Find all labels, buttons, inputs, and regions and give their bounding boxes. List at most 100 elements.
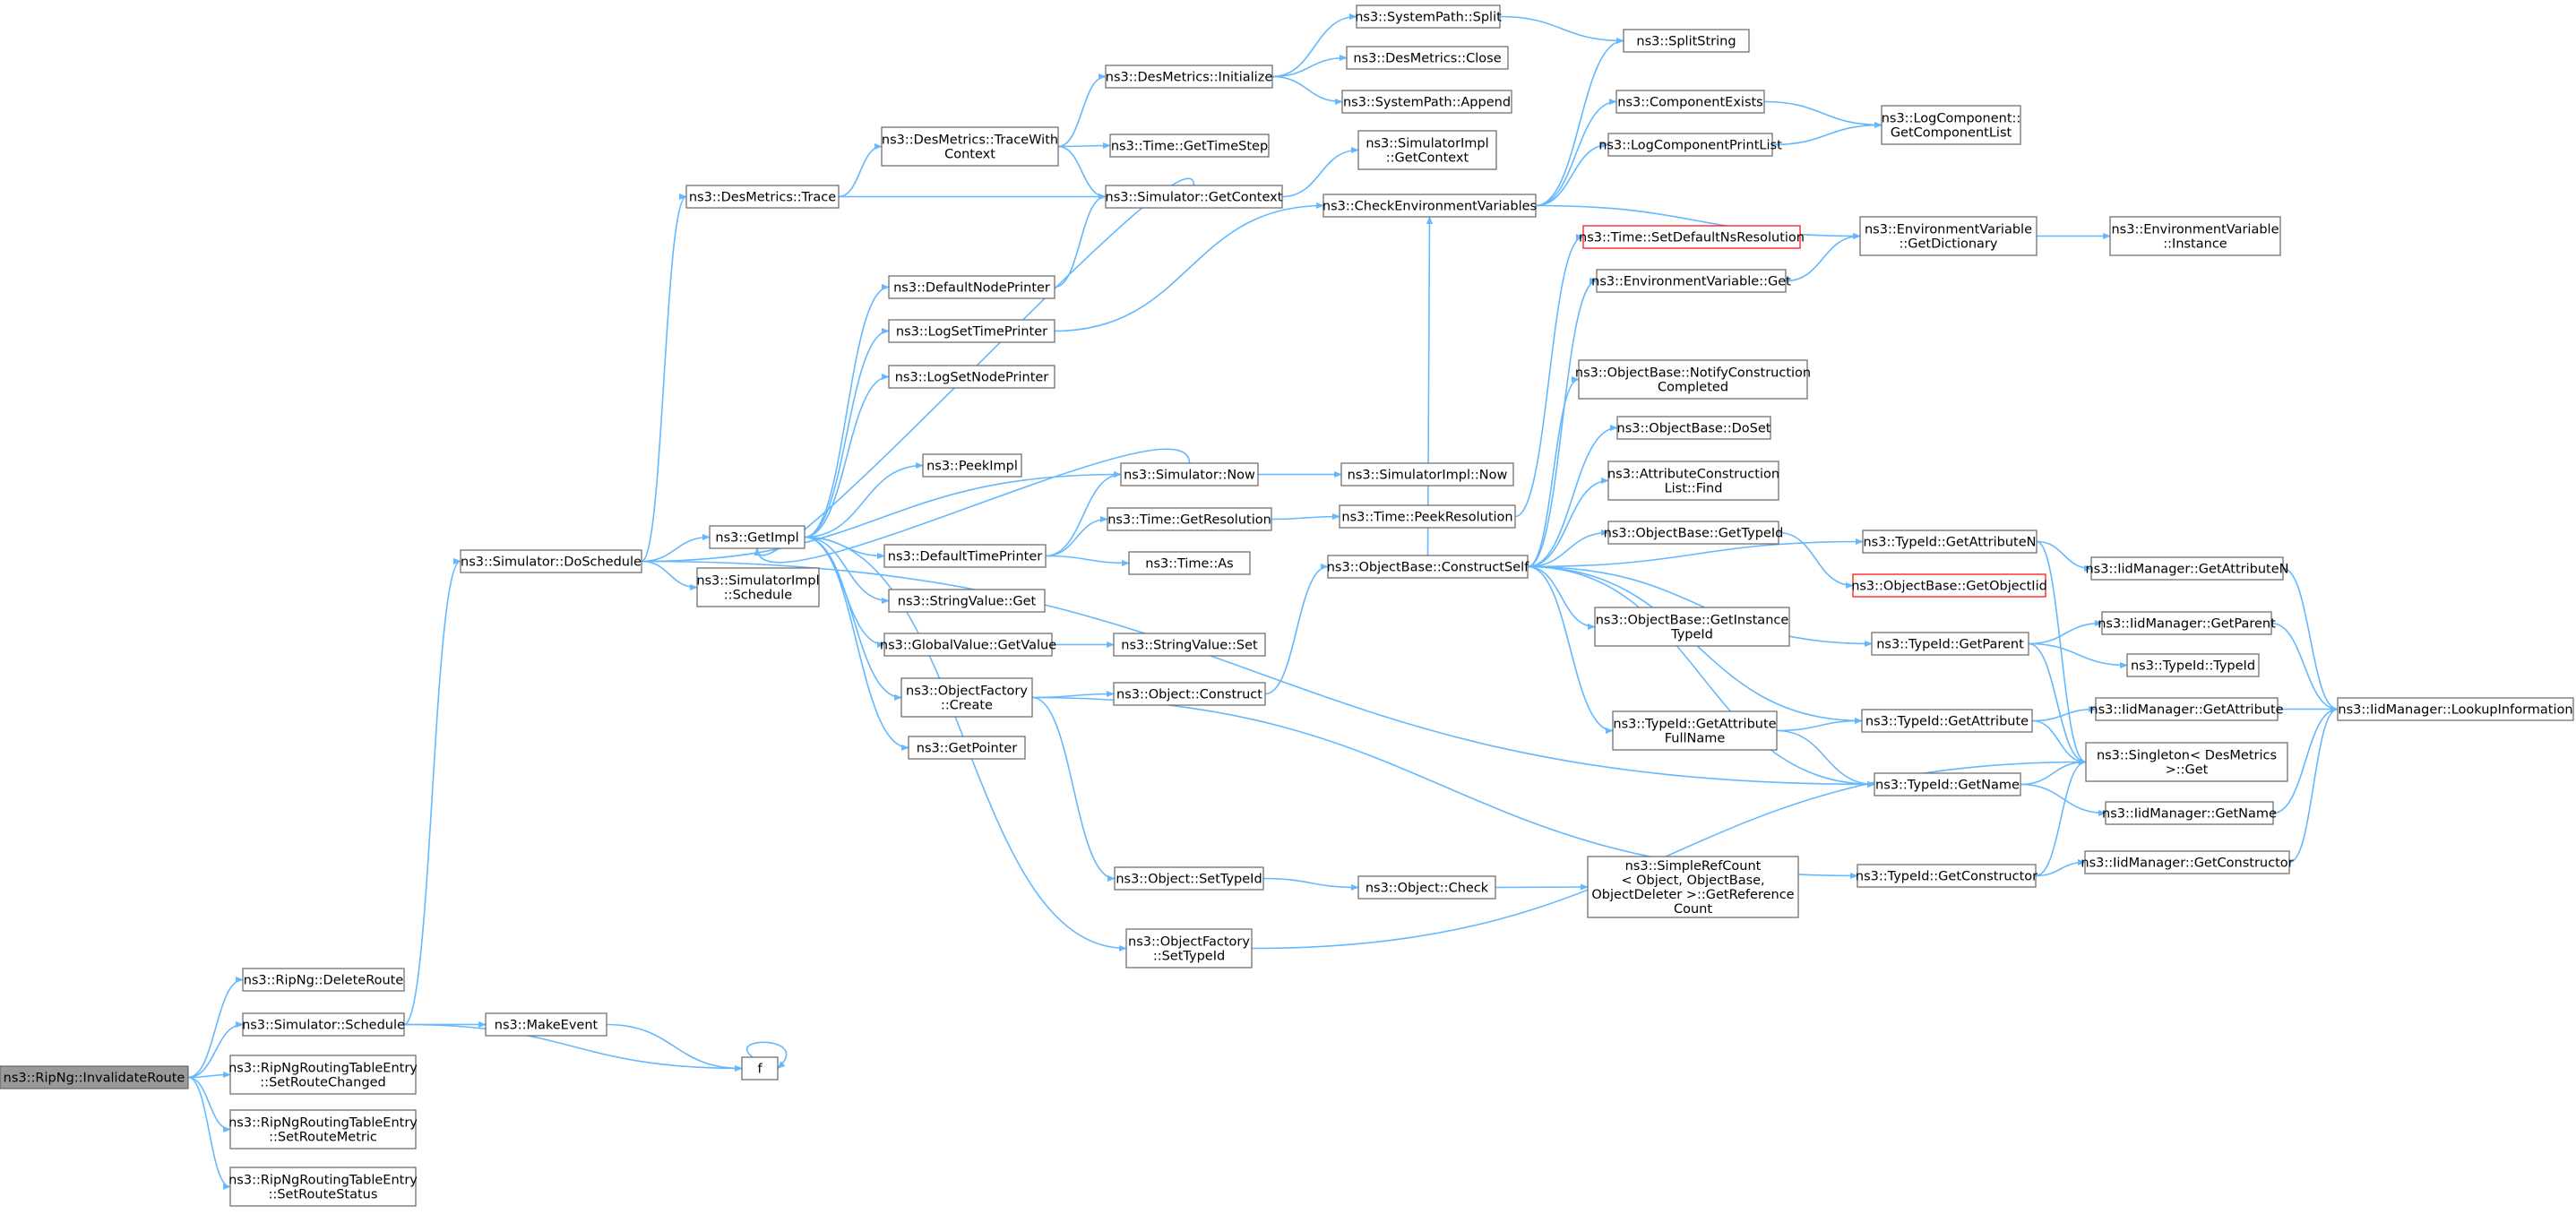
node-simple-ref-count[interactable]: ns3::SimpleRefCount< Object, ObjectBase,…: [1587, 856, 1799, 918]
node-str-val-set[interactable]: ns3::StringValue::Set: [1113, 633, 1266, 657]
node-type-id-type-id[interactable]: ns3::TypeId::TypeId: [2126, 653, 2260, 677]
node-label: ns3::RipNg::DeleteRoute: [244, 974, 404, 988]
node-box: [1607, 461, 1779, 501]
node-obj-check[interactable]: ns3::Object::Check: [1357, 875, 1496, 900]
node-label: ::Schedule: [724, 589, 792, 603]
node-label: ns3::ObjectBase::DoSet: [1617, 422, 1771, 436]
node-box: [888, 365, 1055, 389]
node-f[interactable]: f: [741, 1056, 779, 1081]
edge-env-get-to-env-get-dict: [1785, 232, 1861, 282]
edge-get-impl-to-log-set-node-printer: [804, 373, 890, 538]
node-sys-append[interactable]: ns3::SystemPath::Append: [1341, 90, 1512, 114]
node-type-id-get-attr-n[interactable]: ns3::TypeId::GetAttributeN: [1862, 530, 2038, 554]
node-des-trace[interactable]: ns3::DesMetrics::Trace: [685, 185, 840, 209]
node-env-get[interactable]: ns3::EnvironmentVariable::Get: [1591, 269, 1791, 293]
node-box: [2085, 742, 2288, 782]
node-str-val-get[interactable]: ns3::StringValue::Get: [888, 589, 1046, 613]
node-sim-now[interactable]: ns3::Simulator::Now: [1120, 462, 1259, 486]
node-make-event[interactable]: ns3::MakeEvent: [485, 1012, 607, 1037]
node-type-id-get-attr[interactable]: ns3::TypeId::GetAttribute: [1861, 709, 2033, 733]
node-singleton-get[interactable]: ns3::Singleton< DesMetrics >::Get: [2085, 742, 2288, 782]
node-log-set-node-printer[interactable]: ns3::LogSetNodePrinter: [888, 365, 1055, 389]
node-time-as[interactable]: ns3::Time::As: [1128, 551, 1251, 575]
edge-des-init-to-des-close: [1271, 54, 1348, 78]
node-box: [922, 453, 1022, 478]
node-iid-get-name[interactable]: ns3::IidManager::GetName: [2102, 801, 2277, 825]
node-log-comp-get[interactable]: ns3::LogComponent::GetComponentList: [1881, 105, 2021, 145]
node-box: [1852, 573, 2046, 598]
edge-invalidate-to-schedule: [187, 1020, 244, 1079]
node-set-route-status[interactable]: ns3::RipNgRoutingTableEntry::SetRouteSta…: [228, 1167, 418, 1207]
node-label: ns3::StringValue::Get: [898, 595, 1037, 609]
node-iid-get-attr[interactable]: ns3::IidManager::GetAttribute: [2089, 697, 2284, 721]
node-set-default-ns-res[interactable]: ns3::Time::SetDefaultNsResolution: [1579, 225, 1805, 249]
node-box: [883, 633, 1053, 657]
node-box: [881, 126, 1059, 167]
node-delete-route[interactable]: ns3::RipNg::DeleteRoute: [242, 968, 405, 992]
node-sim-impl-now[interactable]: ns3::SimulatorImpl::Now: [1340, 462, 1514, 486]
node-box: [2126, 653, 2260, 677]
node-type-id-get-constructor[interactable]: ns3::TypeId::GetConstructor: [1856, 864, 2038, 888]
node-set-route-metric[interactable]: ns3::RipNgRoutingTableEntry::SetRouteMet…: [228, 1109, 418, 1149]
node-label: f: [757, 1063, 762, 1077]
node-obj-fact-set-type-id[interactable]: ns3::ObjectFactory::SetTypeId: [1125, 928, 1253, 969]
node-sim-impl-get-context[interactable]: ns3::SimulatorImpl::GetContext: [1357, 130, 1497, 170]
node-label: ns3::DefaultTimePrinter: [888, 550, 1042, 564]
node-label: ::SetRouteStatus: [269, 1188, 378, 1202]
node-label: ns3::MakeEvent: [495, 1019, 599, 1033]
node-env-get-dict[interactable]: ns3::EnvironmentVariable::GetDictionary: [1859, 216, 2038, 256]
node-des-init[interactable]: ns3::DesMetrics::Initialize: [1105, 65, 1273, 89]
node-env-instance[interactable]: ns3::EnvironmentVariable::Instance: [2109, 216, 2281, 256]
node-set-route-changed[interactable]: ns3::RipNgRoutingTableEntry::SetRouteCha…: [228, 1055, 418, 1095]
node-obj-base-get-object-iid[interactable]: ns3::ObjectBase::GetObjectIid: [1851, 573, 2047, 598]
node-check-env[interactable]: ns3::CheckEnvironmentVariables: [1322, 194, 1537, 218]
edge-f-to-f: [745, 1041, 788, 1070]
edge-invalidate-to-set-route-changed: [187, 1071, 231, 1079]
node-type-id-get-parent[interactable]: ns3::TypeId::GetParent: [1871, 632, 2029, 656]
node-box: [1105, 65, 1273, 89]
node-get-time-step[interactable]: ns3::Time::GetTimeStep: [1109, 133, 1270, 158]
node-label: ::SetRouteChanged: [260, 1076, 385, 1090]
node-schedule[interactable]: ns3::Simulator::Schedule: [242, 1012, 405, 1037]
node-label: ns3::TypeId::GetName: [1875, 779, 2020, 793]
node-time-peek-res[interactable]: ns3::Time::PeekResolution: [1339, 504, 1516, 529]
node-des-close[interactable]: ns3::DesMetrics::Close: [1346, 46, 1509, 70]
node-sim-get-context[interactable]: ns3::Simulator::GetContext: [1105, 185, 1283, 209]
node-iid-get-attr-n[interactable]: ns3::IidManager::GetAttributeN: [2085, 556, 2289, 581]
node-obj-construct[interactable]: ns3::Object::Construct: [1113, 682, 1266, 706]
node-split-string[interactable]: ns3::SplitString: [1623, 29, 1750, 53]
node-sim-impl-schedule[interactable]: ns3::SimulatorImpl::Schedule: [696, 567, 820, 607]
node-def-time-printer[interactable]: ns3::DefaultTimePrinter: [883, 544, 1047, 568]
node-obj-base-do-set[interactable]: ns3::ObjectBase::DoSet: [1616, 416, 1771, 440]
node-type-id-get-name[interactable]: ns3::TypeId::GetName: [1874, 772, 2021, 796]
node-box: [908, 736, 1026, 760]
node-obj-fact-create[interactable]: ns3::ObjectFactory::Create: [900, 677, 1033, 718]
node-construct-self[interactable]: ns3::ObjectBase::ConstructSelf: [1327, 555, 1529, 579]
node-iid-lookup[interactable]: ns3::IidManager::LookupInformation: [2337, 697, 2574, 721]
node-box: [1113, 633, 1266, 657]
node-notify-construction[interactable]: ns3::ObjectBase::NotifyConstructionCompl…: [1575, 359, 1811, 400]
node-iid-get-constructor[interactable]: ns3::IidManager::GetConstructor: [2081, 850, 2294, 874]
node-obj-set-type-id[interactable]: ns3::Object::SetTypeId: [1114, 866, 1264, 891]
node-sys-split[interactable]: ns3::SystemPath::Split: [1355, 4, 1502, 29]
node-time-get-res[interactable]: ns3::Time::GetResolution: [1107, 507, 1272, 531]
node-obj-base-get-type-id[interactable]: ns3::ObjectBase::GetTypeId: [1604, 521, 1784, 545]
node-box: [1871, 632, 2029, 656]
node-get-impl[interactable]: ns3::GetImpl: [709, 525, 806, 549]
node-log-set-time-printer[interactable]: ns3::LogSetTimePrinter: [888, 319, 1055, 343]
node-do-schedule[interactable]: ns3::Simulator::DoSchedule: [460, 549, 642, 573]
node-iid-get-parent[interactable]: ns3::IidManager::GetParent: [2098, 611, 2276, 635]
node-invalidate[interactable]: ns3::RipNg::InvalidateRoute: [0, 1065, 189, 1089]
node-get-pointer[interactable]: ns3::GetPointer: [908, 736, 1026, 760]
node-label: ns3::IidManager::GetConstructor: [2081, 857, 2293, 871]
node-comp-exists[interactable]: ns3::ComponentExists: [1615, 90, 1765, 114]
node-peek-impl[interactable]: ns3::PeekImpl: [922, 453, 1022, 478]
node-global-val-get[interactable]: ns3::GlobalValue::GetValue: [880, 633, 1056, 657]
node-def-node-printer[interactable]: ns3::DefaultNodePrinter: [888, 275, 1055, 299]
node-log-comp-print[interactable]: ns3::LogComponentPrintList: [1598, 133, 1782, 157]
node-label: ns3::TypeId::GetAttributeN: [1863, 536, 2036, 550]
